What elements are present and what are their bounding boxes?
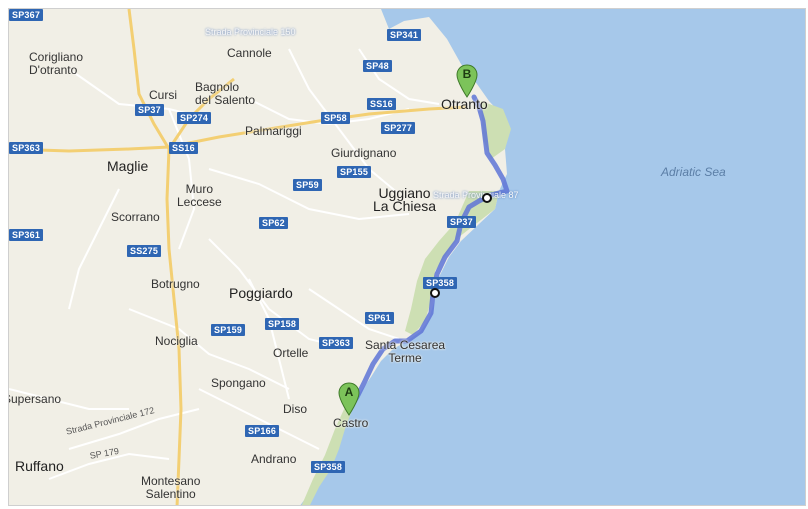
road-shield: SP166 (245, 425, 280, 437)
road-shield: SP367 (9, 9, 44, 21)
road-shield: SP37 (135, 104, 164, 116)
town-cursi-label: Cursi (149, 88, 178, 102)
town-otranto: Otranto (441, 96, 488, 112)
town-montesano: Montesano Salentino (141, 475, 200, 501)
town-giurdignano-label: Giurdignano (331, 146, 397, 160)
town-botrugno: Botrugno (151, 278, 200, 291)
town-poggiardo: Poggiardo (229, 285, 293, 301)
town-diso-label: Diso (283, 402, 308, 416)
road-shield: SS16 (169, 142, 198, 154)
road-shield: SP363 (319, 337, 354, 349)
park-mid (405, 191, 499, 335)
road-shield: SP358 (311, 461, 346, 473)
road-shield: SP48 (363, 60, 392, 72)
town-maglie: Maglie (107, 158, 149, 174)
sea-label: Adriatic Sea (661, 165, 726, 179)
minor-roads (9, 48, 440, 480)
marker-start[interactable]: A (338, 382, 360, 416)
town-otranto-label: Otranto (441, 96, 488, 112)
town-cannole-label: Cannole (227, 46, 272, 60)
town-maglie-label: Maglie (107, 158, 149, 174)
route-waypoint[interactable] (430, 288, 440, 298)
road-shield: SP61 (365, 312, 394, 324)
town-corigliano: Corigliano D'otranto (29, 51, 83, 77)
road-shield: SP158 (265, 318, 300, 330)
road-shield: SP159 (211, 324, 246, 336)
town-supersano-label: Supersano (8, 392, 62, 406)
park-north (481, 101, 511, 159)
map-pin-icon (456, 64, 478, 98)
town-corigliano-line2: D'otranto (29, 63, 78, 77)
road-shield: SP58 (321, 112, 350, 124)
town-muro-line1: Muro (185, 182, 214, 196)
road-shield: SP37 (447, 216, 476, 228)
town-diso: Diso (283, 403, 307, 416)
town-ruffano: Ruffano (15, 458, 64, 474)
town-muro-leccese: Muro Leccese (177, 183, 222, 209)
town-palmariggi: Palmariggi (245, 125, 302, 138)
sea-label-text: Adriatic Sea (661, 165, 726, 179)
town-montesano-line2: Salentino (145, 487, 196, 501)
road-shield: SP155 (337, 166, 372, 178)
road-shield: SP361 (9, 229, 44, 241)
route-waypoint[interactable] (482, 193, 492, 203)
town-cursi: Cursi (149, 89, 177, 102)
town-castro: Castro (333, 417, 368, 430)
town-santa-cesarea: Santa Cesarea Terme (365, 339, 445, 365)
road-shield: SS16 (367, 98, 396, 110)
marker-end[interactable]: B (456, 64, 478, 98)
town-bagnolo: Bagnolo del Salento (195, 81, 255, 107)
road-label: Strada Provinciale 87 (433, 190, 519, 200)
town-uggiano-line2: La Chiesa (373, 198, 437, 214)
town-ortelle: Ortelle (273, 347, 308, 360)
town-spongano: Spongano (211, 377, 266, 390)
town-nociglia-label: Nociglia (155, 334, 198, 348)
road-shield: SP62 (259, 217, 288, 229)
road-shield: SP277 (381, 122, 416, 134)
town-spongano-label: Spongano (211, 376, 266, 390)
town-ruffano-label: Ruffano (15, 458, 64, 474)
town-corigliano-line1: Corigliano (29, 50, 84, 64)
road-shield: SP358 (423, 277, 458, 289)
town-montesano-line1: Montesano (141, 474, 201, 488)
road-shield: SP59 (293, 179, 322, 191)
town-poggiardo-label: Poggiardo (229, 285, 293, 301)
marker-end-letter: B (462, 67, 472, 81)
town-muro-line2: Leccese (177, 195, 222, 209)
marker-start-letter: A (344, 385, 354, 399)
major-roads (9, 9, 468, 505)
road-label: Strada Provinciale 150 (205, 27, 296, 37)
town-bagnolo-line2: del Salento (195, 93, 256, 107)
town-ortelle-label: Ortelle (273, 346, 309, 360)
town-andrano-label: Andrano (251, 452, 297, 466)
town-botrugno-label: Botrugno (151, 277, 200, 291)
town-cannole: Cannole (227, 47, 272, 60)
road-shield: SP341 (387, 29, 422, 41)
town-palmariggi-label: Palmariggi (245, 124, 302, 138)
road-shield: SS275 (127, 245, 162, 257)
map-pin-icon (338, 382, 360, 416)
town-uggiano: Uggiano La Chiesa (373, 185, 437, 214)
town-bagnolo-line1: Bagnolo (195, 80, 240, 94)
map-canvas[interactable] (9, 9, 806, 506)
town-uggiano-line1: Uggiano (378, 185, 431, 201)
town-scorrano-label: Scorrano (111, 210, 160, 224)
town-castro-label: Castro (333, 416, 369, 430)
map-view[interactable]: Corigliano D'otranto Cannole Cursi Bagno… (8, 8, 806, 506)
park-south (301, 395, 357, 505)
town-santa-cesarea-line2: Terme (388, 351, 422, 365)
town-andrano: Andrano (251, 453, 296, 466)
town-santa-cesarea-line1: Santa Cesarea (365, 338, 446, 352)
road-shield: SP363 (9, 142, 44, 154)
town-scorrano: Scorrano (111, 211, 160, 224)
route-line (346, 94, 510, 413)
town-giurdignano: Giurdignano (331, 147, 396, 160)
town-supersano: Supersano (8, 392, 62, 406)
road-shield: SP274 (177, 112, 212, 124)
town-nociglia: Nociglia (155, 335, 198, 348)
